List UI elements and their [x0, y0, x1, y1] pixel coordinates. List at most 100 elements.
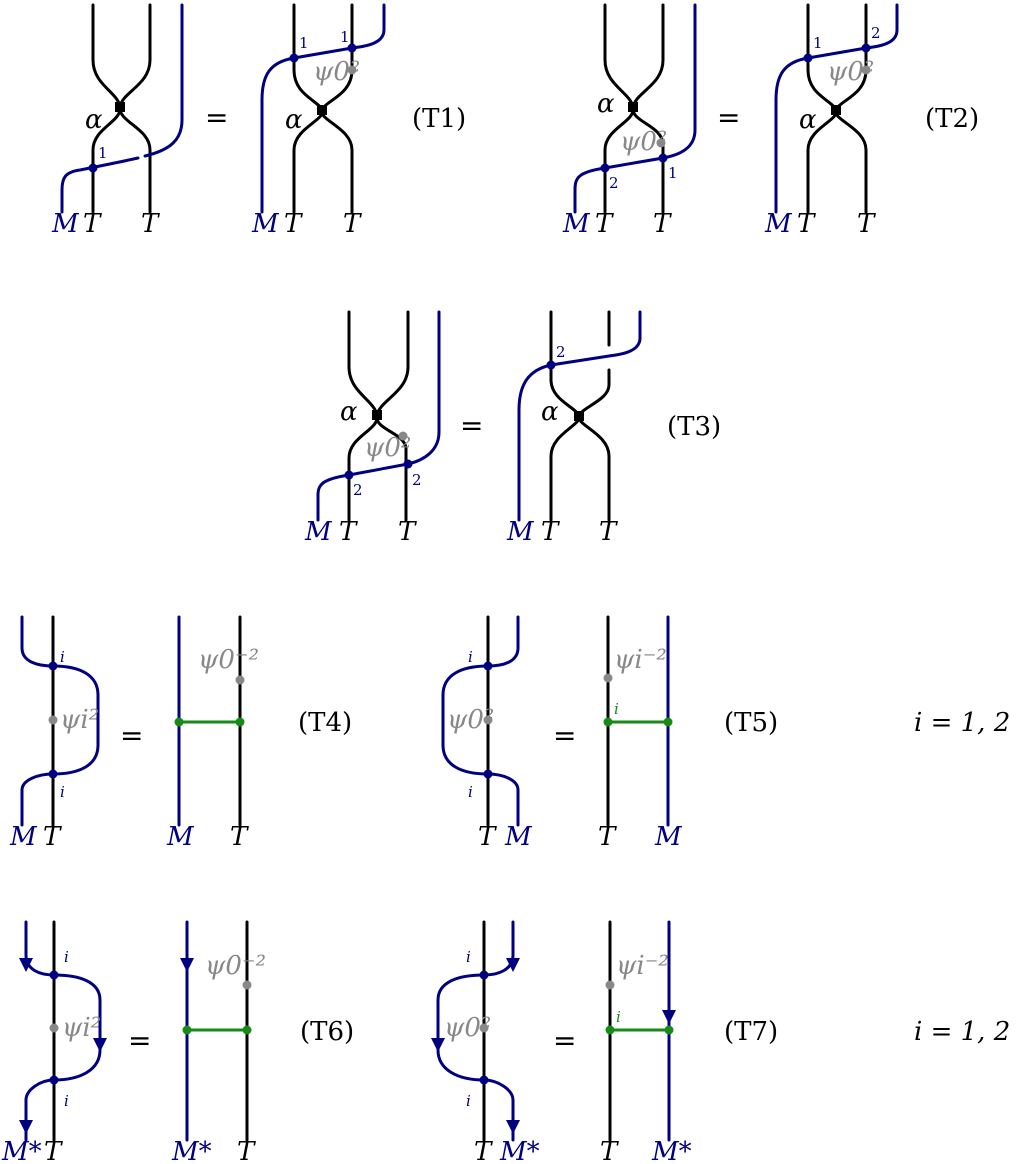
- T2-lhs: α ψ0² 2 1 M T T: [562, 3, 697, 239]
- alpha-vertex: [831, 105, 841, 115]
- psi-dot: [483, 715, 493, 725]
- action-dot: [483, 661, 493, 671]
- green-dot: [242, 1025, 252, 1035]
- label-M: M: [562, 209, 591, 239]
- dot-label-1: 1: [668, 164, 678, 182]
- action-dot: [48, 661, 58, 671]
- T4-rhs: ψ0⁻² M T: [166, 615, 259, 852]
- psi-dot: [235, 675, 245, 685]
- green-dot: [603, 717, 613, 727]
- T5-rhs: ψi⁻² i T M: [598, 615, 683, 852]
- tag-T3: (T3): [667, 412, 721, 442]
- dot-label-i: i: [64, 1092, 69, 1110]
- psi0-inv-label: ψ0⁻²: [205, 951, 266, 981]
- action-dot: [658, 153, 668, 163]
- label-T: T: [595, 209, 614, 239]
- label-T: T: [237, 1137, 256, 1164]
- psi0-label: ψ0²: [364, 433, 411, 463]
- label-T: T: [541, 517, 560, 547]
- psi-dot: [347, 65, 357, 75]
- relation-T6: i ψi² i M* T = ψ0⁻² M* T (T6): [1, 920, 354, 1164]
- label-M: M: [506, 517, 535, 547]
- psi-dot: [479, 1023, 489, 1033]
- dot-label-i: i: [466, 948, 471, 966]
- dot-label-2: 2: [609, 174, 619, 192]
- arrow-down-icon: [506, 1120, 520, 1134]
- action-dot: [483, 769, 493, 779]
- psi-dot: [48, 715, 58, 725]
- label-Mstar: M*: [1, 1137, 42, 1164]
- psi-dot: [605, 980, 615, 990]
- action-dot: [289, 53, 299, 63]
- label-M: M: [654, 822, 683, 852]
- label-M: M: [51, 209, 80, 239]
- label-T: T: [398, 517, 417, 547]
- T7-lhs: i ψ0² i T M*: [431, 920, 540, 1164]
- dot-label-1: 1: [813, 34, 823, 52]
- T6-lhs: i ψi² i M* T: [1, 920, 107, 1164]
- arrow-down-icon: [93, 1038, 107, 1052]
- equals-sign: =: [205, 101, 228, 134]
- relation-T2: α ψ0² 2 1 M T T = 1 2 ψ0² α M T T (T2): [562, 3, 979, 239]
- arrow-down-icon: [19, 1120, 33, 1134]
- label-T: T: [44, 1137, 63, 1164]
- alpha-vertex: [115, 102, 125, 112]
- dot-label-1: 1: [299, 34, 309, 52]
- psi0-inv-label: ψ0⁻²: [198, 645, 259, 675]
- equals-sign: =: [717, 101, 740, 134]
- psi0-label: ψ0²: [827, 57, 874, 87]
- equals-sign: =: [128, 1024, 151, 1057]
- psii-label: ψi²: [60, 705, 99, 735]
- action-dot: [479, 970, 489, 980]
- label-T: T: [653, 209, 672, 239]
- T2-rhs: 1 2 ψ0² α M T T: [764, 3, 899, 239]
- label-M: M: [764, 209, 793, 239]
- equals-sign: =: [120, 719, 143, 752]
- tag-T2: (T2): [925, 104, 979, 134]
- T3-rhs: 2 α M T T: [506, 310, 642, 547]
- dot-label-2: 2: [556, 343, 566, 361]
- green-dot: [663, 717, 673, 727]
- relation-T1: α 1 M T T = 1 1 ψ0² α M T T (T1): [51, 3, 466, 239]
- T1-lhs: α 1 M T T: [51, 3, 184, 239]
- psii-label: ψi²: [62, 1013, 101, 1043]
- psi-dot: [603, 673, 613, 683]
- label-T: T: [83, 209, 102, 239]
- relation-T7: i ψ0² i T M* = ψi⁻² i T M* (T7): [431, 920, 778, 1164]
- action-dot: [347, 43, 357, 53]
- T5-lhs: i ψ0² i T M: [441, 615, 533, 852]
- arrow-down-icon: [19, 958, 33, 972]
- dot-label-2: 2: [871, 24, 881, 42]
- label-M: M: [166, 822, 195, 852]
- label-T: T: [857, 209, 876, 239]
- equals-sign: =: [553, 1024, 576, 1057]
- label-M: M: [304, 517, 333, 547]
- tag-T4: (T4): [298, 708, 352, 738]
- relation-T5: i ψ0² i T M = ψi⁻² i T M (T5): [441, 615, 778, 852]
- label-T: T: [284, 209, 303, 239]
- alpha-label: α: [85, 105, 103, 135]
- label-M: M: [251, 209, 280, 239]
- relation-T3: α ψ0² 2 2 M T T = 2 α M T T (T3): [304, 310, 721, 547]
- dot-label-2: 2: [412, 471, 422, 489]
- alpha-label: α: [340, 397, 358, 427]
- action-dot: [88, 163, 98, 173]
- action-dot: [403, 459, 413, 469]
- alpha-label: α: [285, 105, 303, 135]
- alpha-vertex: [372, 410, 382, 420]
- label-T: T: [599, 517, 618, 547]
- arrow-down-icon: [662, 1010, 676, 1024]
- alpha-label: α: [597, 89, 615, 119]
- action-dot: [479, 1075, 489, 1085]
- dot-label-i: i: [468, 783, 473, 801]
- label-T: T: [478, 822, 497, 852]
- dot-label-1: 1: [98, 144, 108, 162]
- equals-sign: =: [460, 409, 483, 442]
- tag-T5: (T5): [724, 708, 778, 738]
- label-T: T: [797, 209, 816, 239]
- psi-dot: [656, 138, 666, 148]
- green-dot: [174, 717, 184, 727]
- action-dot: [49, 970, 59, 980]
- action-dot: [546, 360, 556, 370]
